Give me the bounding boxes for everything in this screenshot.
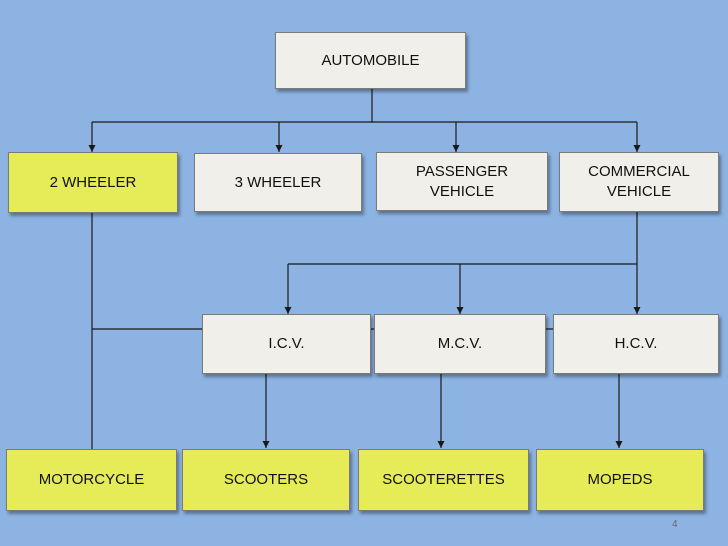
node-icv: I.C.V.: [202, 314, 371, 374]
node-3-wheeler: 3 WHEELER: [194, 153, 362, 212]
node-hcv: H.C.V.: [553, 314, 719, 374]
node-automobile: AUTOMOBILE: [275, 32, 466, 89]
page-number: 4: [672, 519, 678, 530]
node-scooterettes: SCOOTERETTES: [358, 449, 529, 511]
node-passenger-vehicle: PASSENGER VEHICLE: [376, 152, 548, 211]
node-mcv: M.C.V.: [374, 314, 546, 374]
node-2-wheeler: 2 WHEELER: [8, 152, 178, 213]
node-motorcycle: MOTORCYCLE: [6, 449, 177, 511]
node-mopeds: MOPEDS: [536, 449, 704, 511]
node-scooters: SCOOTERS: [182, 449, 350, 511]
node-commercial-vehicle: COMMERCIAL VEHICLE: [559, 152, 719, 212]
